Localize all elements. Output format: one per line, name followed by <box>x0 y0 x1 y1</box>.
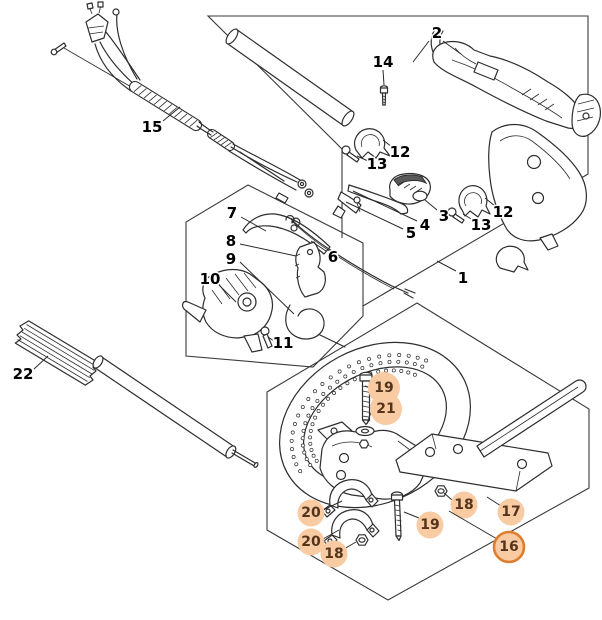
callout-6[interactable]: 6 <box>310 240 340 268</box>
callout-18[interactable]: 18 <box>443 491 478 519</box>
callout-number: 20 <box>301 505 321 521</box>
callout-circle <box>450 491 478 519</box>
trigger-group-box <box>185 184 364 368</box>
callout-number: 13 <box>471 216 492 234</box>
callout-12[interactable]: 12 <box>484 197 515 223</box>
callout-number: 1 <box>458 269 468 287</box>
callout-16[interactable]: 16 <box>448 510 526 564</box>
callout-2[interactable]: 2 <box>412 23 462 63</box>
callout-1[interactable]: 1 <box>436 260 470 289</box>
callout-number: 18 <box>454 497 473 513</box>
callout-20[interactable]: 20 <box>297 528 340 556</box>
callout-13[interactable]: 13 <box>356 154 389 175</box>
control-handle-housing-drawing <box>430 30 601 273</box>
callout-number: 19 <box>420 517 439 533</box>
callout-13[interactable]: 13 <box>462 213 493 236</box>
callout-20[interactable]: 20 <box>297 499 343 527</box>
lower-drive-tube-drawing <box>92 355 259 468</box>
callout-4[interactable]: 4 <box>352 190 432 236</box>
callout-number: 3 <box>439 207 449 225</box>
callout-circle <box>497 498 525 526</box>
callout-number: 16 <box>499 539 518 555</box>
callout-circle <box>297 499 325 527</box>
callout-5[interactable]: 5 <box>345 201 418 244</box>
callout-number: 6 <box>328 248 338 266</box>
callout-number: 12 <box>493 203 514 221</box>
callout-17[interactable]: 17 <box>486 496 525 526</box>
callout-circle <box>320 540 348 568</box>
callout-number: 9 <box>226 250 236 268</box>
callout-11[interactable]: 11 <box>267 333 295 354</box>
callout-3[interactable]: 3 <box>424 199 451 227</box>
callout-8[interactable]: 8 <box>224 231 297 257</box>
callout-number: 4 <box>420 216 430 234</box>
callout-number: 7 <box>227 204 237 222</box>
callout-number: 22 <box>13 365 34 383</box>
mounting-hardware-drawing <box>321 371 448 548</box>
callout-number: 2 <box>432 24 442 42</box>
callout-number: 5 <box>406 224 416 242</box>
callout-9[interactable]: 9 <box>224 249 295 315</box>
callout-number: 8 <box>226 232 236 250</box>
callout-15[interactable]: 15 <box>140 106 181 138</box>
callouts-layer: 1521412133451213167891011221921202018191… <box>11 23 526 568</box>
callout-number: 17 <box>501 504 520 520</box>
callout-number: 12 <box>390 143 411 161</box>
callout-number: 11 <box>273 334 294 352</box>
upper-drive-tube-drawing <box>225 28 355 127</box>
callout-10[interactable]: 10 <box>198 269 237 303</box>
loop-handle-group-box <box>266 302 590 601</box>
barrier-bar-drawing <box>395 379 587 492</box>
callout-circle <box>492 530 526 564</box>
callout-7[interactable]: 7 <box>225 203 267 232</box>
callout-12[interactable]: 12 <box>382 139 412 163</box>
callout-number: 13 <box>367 155 388 173</box>
callout-circle <box>297 528 325 556</box>
callout-circle <box>370 393 402 425</box>
callout-19[interactable]: 19 <box>403 511 444 539</box>
clamp-and-screws-drawing <box>341 85 491 224</box>
callout-number: 21 <box>376 401 395 417</box>
wiring-harness-drawing <box>50 1 314 204</box>
callout-18[interactable]: 18 <box>320 540 357 568</box>
callout-circle <box>416 511 444 539</box>
callout-number: 20 <box>301 534 321 550</box>
callout-22[interactable]: 22 <box>11 355 49 385</box>
callout-21[interactable]: 21 <box>366 393 402 425</box>
callout-number: 14 <box>373 53 394 71</box>
callout-number: 18 <box>324 546 343 562</box>
callout-number: 15 <box>142 118 163 136</box>
callout-19[interactable]: 19 <box>364 372 400 404</box>
callout-14[interactable]: 14 <box>371 52 395 86</box>
callout-number: 19 <box>374 380 393 396</box>
callout-number: 10 <box>200 270 221 288</box>
switch-lever-drawing <box>332 172 431 219</box>
